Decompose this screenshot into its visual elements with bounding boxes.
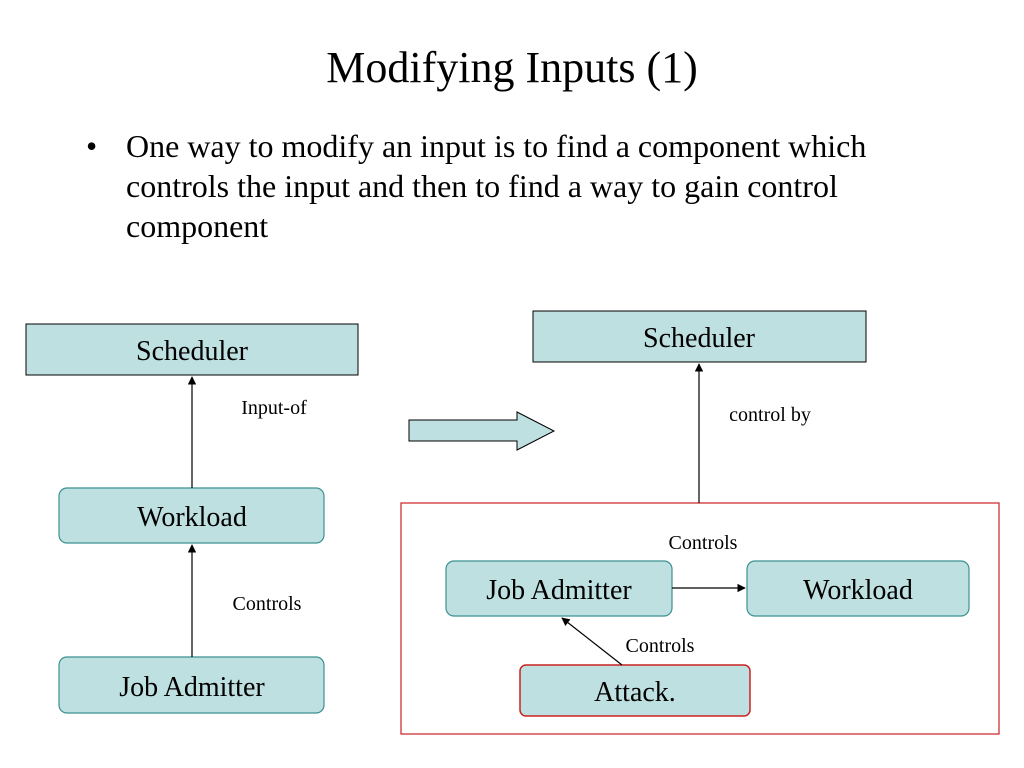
right-job-admitter-label: Job Admitter xyxy=(486,575,632,606)
right-edge-controls-label-bottom: Controls xyxy=(626,635,695,657)
right-workload-node xyxy=(746,560,970,617)
left-job-admitter-label: Job Admitter xyxy=(119,672,265,703)
attack-label: Attack. xyxy=(594,677,676,708)
right-edge-controls-label-top: Controls xyxy=(669,532,738,554)
left-scheduler-node xyxy=(25,323,359,376)
compromised-group-frame xyxy=(400,502,1000,735)
attack-node xyxy=(519,664,751,717)
right-edge-control-by-label: control by xyxy=(729,404,811,426)
left-scheduler-label: Scheduler xyxy=(136,336,249,367)
slide-title: Modifying Inputs (1) xyxy=(326,43,698,92)
right-workload-label: Workload xyxy=(803,575,913,606)
right-diagram: Scheduler control by Job Admitter Worklo… xyxy=(400,310,1000,735)
transition-arrow xyxy=(408,411,556,451)
left-workload-label: Workload xyxy=(137,502,247,533)
left-edge-controls-label: Controls xyxy=(233,593,302,615)
bullet-text: One way to modify an input is to find a … xyxy=(126,128,867,244)
left-edge-input-of-label: Input-of xyxy=(241,397,307,419)
left-diagram: Scheduler Workload Job Admitter Input-of… xyxy=(25,323,359,714)
right-scheduler-node xyxy=(532,310,867,363)
right-edge-attack-to-admitter xyxy=(561,617,623,666)
bullet-marker: • xyxy=(86,128,98,164)
right-scheduler-label: Scheduler xyxy=(643,323,756,354)
bullet-item: • One way to modify an input is to find … xyxy=(86,126,926,246)
